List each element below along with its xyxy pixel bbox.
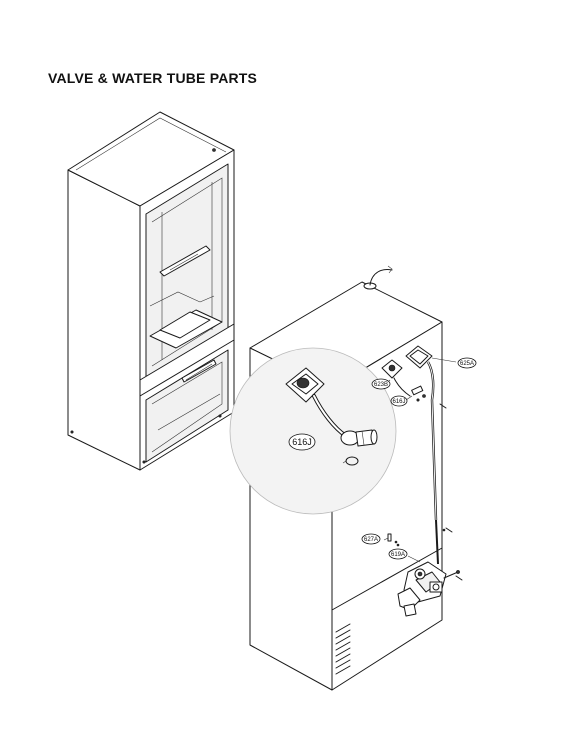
vent-grille	[335, 623, 351, 675]
water-valve-assembly	[383, 519, 463, 617]
callout-616j-detail-text: 616J	[292, 437, 312, 447]
callout-616j-small-text: 616J	[392, 399, 405, 405]
callout-623b: 623B	[371, 378, 391, 390]
callout-616j-small: 616J	[390, 395, 408, 407]
callout-616j-detail: 616J	[288, 433, 316, 451]
detail-magnifier	[229, 347, 397, 515]
callout-625a-text: 625A	[460, 361, 474, 367]
callout-625a: 625A	[457, 357, 477, 369]
power-cord	[363, 265, 393, 290]
callout-627a: 627A	[361, 533, 381, 545]
tube-bracket-detail	[285, 367, 325, 403]
upper-tube-assembly	[381, 345, 457, 533]
callout-627a-text: 627A	[364, 537, 378, 543]
tube-fitting-detail	[340, 429, 378, 447]
callout-619a: 619A	[388, 548, 408, 560]
callout-623b-text: 623B	[374, 382, 388, 388]
callout-619a-text: 619A	[391, 552, 405, 558]
refrigerator-front-view	[67, 111, 235, 471]
page-title: VALVE & WATER TUBE PARTS	[48, 70, 258, 86]
